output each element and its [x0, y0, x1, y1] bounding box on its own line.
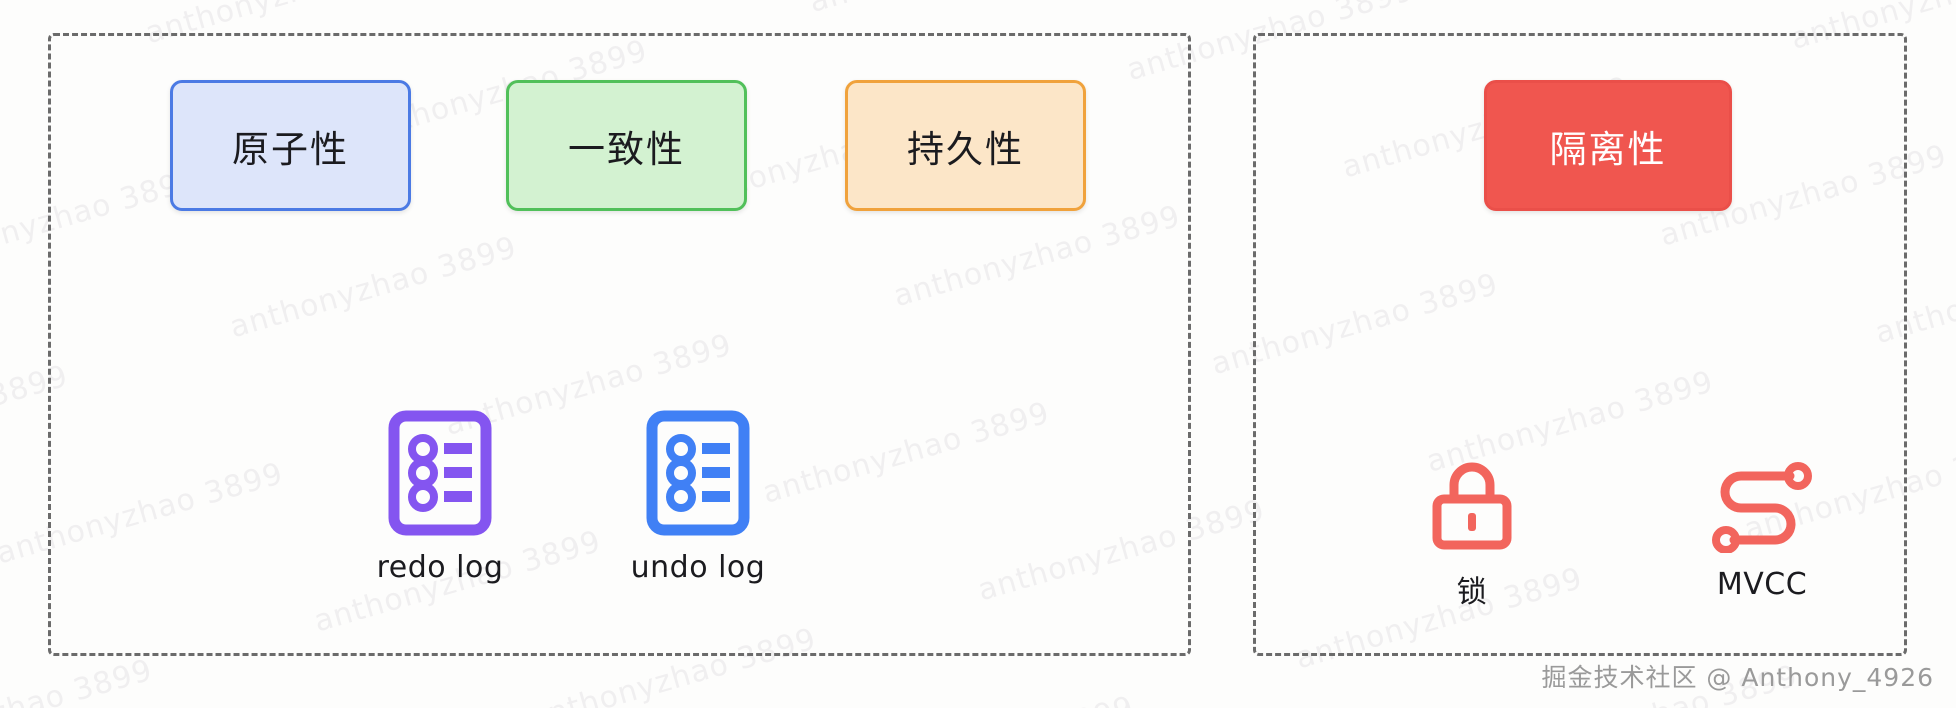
card-consistency-label: 一致性: [568, 127, 685, 171]
mvcc-caption: MVCC: [1716, 567, 1808, 602]
footer-credit: 掘金技术社区 @ Anthony_4926: [1541, 663, 1934, 692]
mvcc-group[interactable]: MVCC: [1672, 455, 1852, 602]
redo-log-group[interactable]: redo log: [350, 410, 530, 585]
version-path-icon: [1712, 455, 1812, 553]
lock-icon: [1429, 455, 1515, 553]
acd-panel: [48, 33, 1191, 656]
redo-log-caption: redo log: [376, 550, 504, 585]
list-document-icon: [388, 410, 492, 536]
card-consistency[interactable]: 一致性: [506, 80, 747, 211]
isolation-panel: [1253, 33, 1907, 656]
list-document-icon: [646, 410, 750, 536]
card-durability-label: 持久性: [907, 127, 1024, 171]
lock-caption: 锁: [1456, 575, 1488, 610]
card-durability[interactable]: 持久性: [845, 80, 1086, 211]
card-atomicity-label: 原子性: [232, 127, 349, 171]
undo-log-group[interactable]: undo log: [608, 410, 788, 585]
lock-group[interactable]: 锁: [1392, 455, 1552, 611]
undo-log-caption: undo log: [630, 550, 766, 585]
card-atomicity[interactable]: 原子性: [170, 80, 411, 211]
card-isolation[interactable]: 隔离性: [1484, 80, 1732, 211]
watermark-text: anthonyzhao 3899: [843, 690, 1138, 708]
watermark-text: anthonyzhao 3899: [0, 653, 156, 708]
card-isolation-label: 隔离性: [1549, 127, 1667, 171]
watermark-text: anthonyzhao 3899: [805, 0, 1100, 20]
